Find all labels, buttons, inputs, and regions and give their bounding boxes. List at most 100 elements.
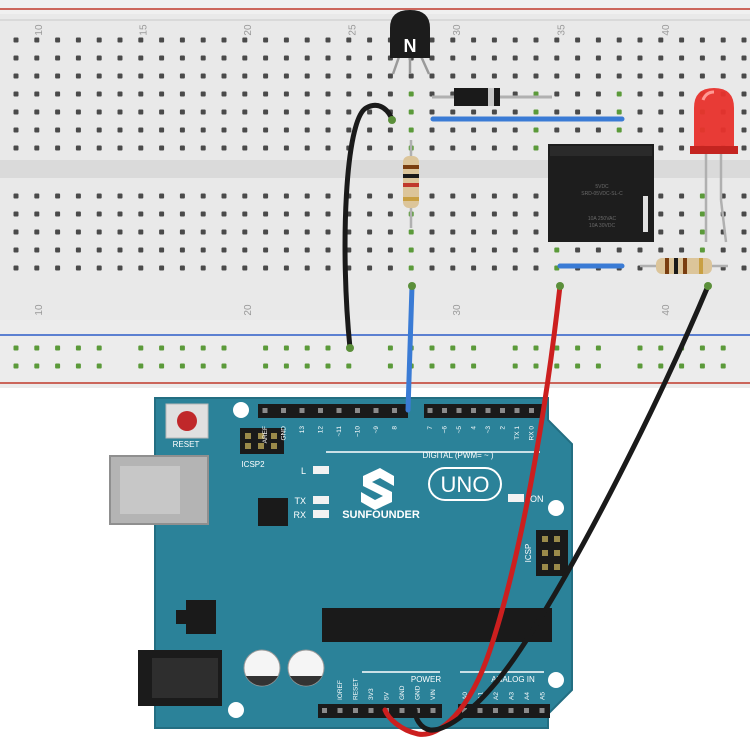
rail-hole [138, 363, 144, 369]
analog-pin-label: A3 [509, 692, 516, 700]
hole [117, 73, 123, 79]
column-number: 25 [348, 24, 359, 36]
hole [595, 127, 601, 133]
hole [179, 109, 185, 115]
header-pin [299, 408, 305, 413]
hole [325, 55, 331, 61]
hole [96, 211, 102, 217]
rail-hole [554, 363, 560, 369]
rail-hole [450, 363, 456, 369]
digital-pin-label: 12 [318, 426, 325, 434]
hole [242, 55, 248, 61]
hole [346, 247, 352, 253]
hole [117, 247, 123, 253]
hole [138, 145, 144, 151]
hole [138, 265, 144, 271]
hole [200, 145, 206, 151]
hole [221, 229, 227, 235]
rail-hole [34, 363, 40, 369]
hole [699, 55, 705, 61]
column-number: 20 [243, 24, 254, 36]
hole [13, 211, 19, 217]
hole [13, 37, 19, 43]
rail-hole [575, 345, 581, 351]
rail-hole [221, 345, 227, 351]
hole [408, 91, 414, 97]
bottom-power-rail [0, 320, 750, 388]
hole [179, 247, 185, 253]
hole [13, 193, 19, 199]
power-pin-label: VIN [430, 689, 437, 700]
hole [13, 73, 19, 79]
rail-hole [387, 345, 393, 351]
hole [159, 109, 165, 115]
power-pin-label: GND [415, 685, 422, 700]
rail-hole [575, 363, 581, 369]
hole [55, 247, 61, 253]
hole [34, 55, 40, 61]
hole [325, 193, 331, 199]
hole [575, 109, 581, 115]
digital-pin-label: RX 0 [529, 426, 536, 441]
header-pin [514, 408, 520, 413]
hole [512, 193, 518, 199]
bottom-header-pins [322, 708, 545, 713]
hole [491, 55, 497, 61]
hole [575, 91, 581, 97]
hole [658, 211, 664, 217]
hole [138, 91, 144, 97]
hole [679, 145, 685, 151]
rail-hole [533, 363, 539, 369]
hole [55, 127, 61, 133]
hole [429, 247, 435, 253]
hole [533, 265, 539, 271]
hole [554, 73, 560, 79]
hole [679, 127, 685, 133]
hole [325, 109, 331, 115]
rail-hole [679, 363, 685, 369]
header-pin [539, 708, 545, 713]
hole [346, 109, 352, 115]
hole [159, 193, 165, 199]
voltage-regulator [186, 600, 216, 634]
hole [616, 127, 622, 133]
hole [179, 55, 185, 61]
rail-hole [159, 345, 165, 351]
hole [367, 91, 373, 97]
hole [55, 211, 61, 217]
hole [117, 91, 123, 97]
hole [429, 127, 435, 133]
hole [13, 247, 19, 253]
hole [699, 37, 705, 43]
column-number: 10 [34, 304, 45, 316]
hole [283, 73, 289, 79]
resistor-led [640, 258, 728, 274]
hole [346, 55, 352, 61]
hole [325, 229, 331, 235]
analog-label: ANALOG IN [491, 675, 535, 684]
hole [595, 91, 601, 97]
rail-hole [346, 363, 352, 369]
header-pin [493, 708, 498, 713]
hole [471, 109, 477, 115]
hole [346, 127, 352, 133]
analog-pin-label: A2 [493, 692, 500, 700]
hole [96, 73, 102, 79]
column-number: 10 [34, 24, 45, 36]
digital-pin-label: TX 1 [514, 426, 521, 440]
rail-hole [179, 363, 185, 369]
hole [679, 247, 685, 253]
hole [34, 265, 40, 271]
hole [387, 229, 393, 235]
hole [159, 91, 165, 97]
hole [283, 55, 289, 61]
hole [408, 73, 414, 79]
hole [491, 229, 497, 235]
rail-hole [637, 363, 643, 369]
rail-hole [263, 345, 269, 351]
diode [432, 88, 552, 106]
hole [242, 73, 248, 79]
hole [159, 211, 165, 217]
hole [263, 37, 269, 43]
